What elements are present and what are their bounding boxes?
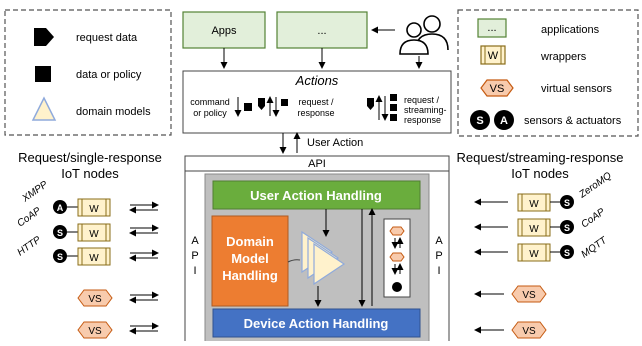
left-sensor-letter-2: S [57,228,63,238]
right-sensor-letter-1: S [564,198,570,208]
sensor-icon [470,110,490,130]
wrapper-icon-text: W [488,50,499,62]
right-arrows [474,198,508,334]
wrapper-icon [480,45,506,65]
api-right-p: P [435,250,442,262]
right-sensor-letter-3: S [564,248,570,258]
left-vs-label-1: VS [88,294,102,305]
left-nodes-title-1: Request/single-response [18,150,162,165]
api-right-a: A [435,235,443,247]
right-protocol-zeromq: ZeroMQ [577,170,614,201]
right-wrapper-3: W [529,249,539,260]
user-action-handling-box [212,180,421,210]
virtual-sensor-icon [480,79,514,97]
request-streaming-label-3: response [404,115,441,125]
actions-box: Actions command or policy request / resp… [182,70,452,134]
user-action-label: User Action [307,137,363,149]
legend-data-or-policy-label: data or policy [76,69,142,81]
right-nodes-title-1: Request/streaming-response [457,150,624,165]
right-protocol-mqtt: MQTT [579,235,609,261]
api-left-p: P [191,250,198,262]
device-action-handling-label: Device Action Handling [244,316,389,331]
domain-model-handling-box [211,215,289,307]
virtual-sensor-icon-text: VS [490,83,505,95]
right-node-mqtt: W S MQTT [517,235,610,262]
legend-right: ... applications W wrappers VS virtual s… [457,9,639,137]
left-sensor-letter-1: A [57,203,64,213]
left-wrapper-2: W [89,229,99,240]
left-vs-2: VS [77,321,113,339]
legend-domain-models-label: domain models [76,106,151,118]
left-protocol-coap: CoAP [15,205,43,229]
legend-virtual-sensors-label: virtual sensors [541,83,612,95]
right-wrapper-1: W [529,199,539,210]
legend-request-data-label: request data [76,32,138,44]
right-vs-label-1: VS [522,290,536,301]
domain-model-label-3: Handling [222,268,278,283]
user-action-handling-label: User Action Handling [250,188,382,203]
domain-model-icon [31,96,57,121]
other-apps-label: ... [317,25,326,37]
left-wrapper-1: W [89,204,99,215]
right-vs-2: VS [511,321,547,339]
application-icon-text: ... [487,22,496,34]
left-vs-label-2: VS [88,326,102,337]
left-arrows [129,201,159,335]
actuator-icon-text: A [500,115,508,127]
command-label-2: or policy [193,108,227,118]
right-vs-label-2: VS [522,326,536,337]
actuator-icon [494,110,514,130]
left-wrapper-3: W [89,253,99,264]
application-icon [477,18,507,38]
api-top-label: API [308,158,326,170]
legend-applications-label: applications [541,24,600,36]
request-response-label-1: request / [298,97,334,107]
api-left-i: I [193,265,196,277]
right-wrapper-2: W [529,224,539,235]
request-response-label-2: response [297,108,334,118]
request-data-icon [34,28,54,46]
apps-label: Apps [211,25,237,37]
domain-model-label-1: Domain [226,234,274,249]
data-or-policy-icon [35,66,51,82]
device-action-handling-box [212,308,421,338]
api-left-column: A P I [191,235,199,277]
api-right-i: I [437,265,440,277]
api-right-column: A P I [435,235,443,277]
domain-model-triangles [301,230,346,286]
legend-wrappers-label: wrappers [540,51,587,63]
domain-model-label-2: Model [231,251,269,266]
left-protocol-http: HTTP [15,234,43,258]
legend-left: request data data or policy domain model… [4,9,172,136]
api-left-a: A [191,235,199,247]
legend-sensors-actuators-label: sensors & actuators [524,115,622,127]
left-nodes-title-2: IoT nodes [61,166,119,181]
right-nodes-title-2: IoT nodes [511,166,569,181]
stream-panel [383,218,411,298]
left-protocol-xmpp: XMPP [20,179,51,205]
right-protocol-coap: CoAP [579,206,607,230]
right-sensor-letter-2: S [564,223,570,233]
users-icon [399,15,449,55]
sensor-icon-text: S [476,115,483,127]
command-label-1: command [190,97,230,107]
left-sensor-letter-3: S [57,252,63,262]
request-streaming-label-1: request / [404,95,440,105]
request-streaming-label-2: streaming- [404,105,447,115]
left-vs-1: VS [77,289,113,307]
right-vs-1: VS [511,285,547,303]
actions-title: Actions [295,73,339,88]
